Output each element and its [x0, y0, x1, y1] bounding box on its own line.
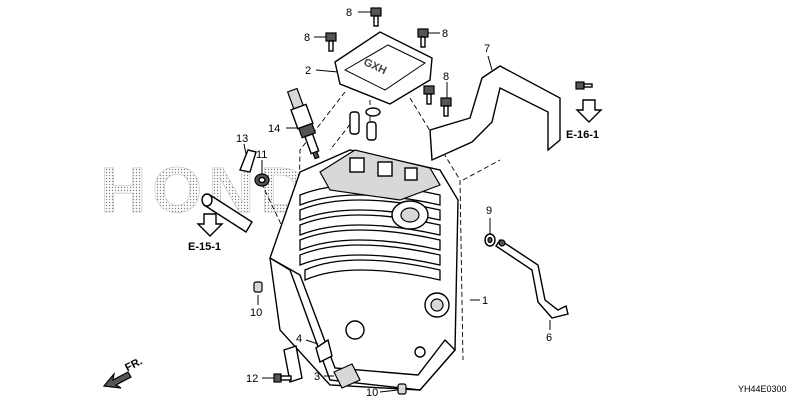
insulator-part-3 [333, 363, 361, 389]
bolt-lower [423, 85, 435, 105]
bolt-right [417, 28, 429, 48]
arm-part-6 [495, 239, 569, 319]
diagram-code: YH44E0300 [738, 384, 787, 394]
bolt-bracket [440, 97, 452, 117]
part-number-labels: 8 8 8 8 2 7 14 13 11 9 1 10 6 4 12 3 10 [236, 7, 552, 399]
ref-e16-label: E-16-1 [566, 129, 599, 141]
bolts-part-8 [325, 7, 452, 117]
front-direction-indicator: FR. [102, 355, 144, 389]
label-14: 14 [268, 123, 280, 135]
stud-pipe [201, 193, 253, 233]
ref-e15-label: E-15-1 [188, 241, 221, 253]
label-9: 9 [486, 205, 492, 217]
bolt-left [325, 32, 337, 52]
bracket-part-7 [429, 65, 561, 162]
label-13: 13 [236, 133, 248, 145]
gasket-washer [365, 107, 381, 117]
nut-part-11 [254, 173, 270, 187]
label-8-lower: 8 [443, 71, 449, 83]
down-arrow-e15 [196, 213, 224, 237]
label-7: 7 [484, 43, 490, 55]
label-8-right: 8 [442, 28, 448, 40]
clip-part-13 [239, 149, 257, 173]
reference-e15-1: E-15-1 [188, 213, 224, 253]
spark-plug-part-14 [286, 87, 320, 160]
plate-part-4 [315, 338, 333, 364]
valve-cap-left [349, 111, 360, 135]
bolt-e16 [575, 81, 585, 90]
label-8-top: 8 [346, 7, 352, 19]
label-10-left: 10 [250, 307, 262, 319]
label-4: 4 [296, 333, 302, 345]
label-8-left: 8 [304, 32, 310, 44]
down-arrow-e16 [575, 99, 603, 123]
cylinder-head-part-1 [269, 149, 459, 391]
label-12: 12 [246, 373, 258, 385]
valve-cap-right [366, 121, 377, 141]
bolt-top [370, 7, 382, 27]
head-cover-part-2: GXH [334, 31, 433, 105]
front-label: FR. [123, 355, 144, 374]
dowel-pin-bottom [397, 383, 407, 395]
leader-lines [243, 11, 551, 393]
label-10-bottom: 10 [366, 387, 378, 399]
front-arrow-icon [102, 371, 132, 389]
small-plate [283, 345, 303, 383]
label-3: 3 [314, 371, 320, 383]
label-6: 6 [546, 332, 552, 344]
dowel-pin-left [253, 281, 263, 293]
washer-part-9 [484, 233, 496, 247]
label-11: 11 [256, 149, 267, 161]
reference-e16-1: E-16-1 [566, 81, 603, 141]
label-1: 1 [482, 295, 488, 307]
label-2: 2 [305, 65, 311, 77]
